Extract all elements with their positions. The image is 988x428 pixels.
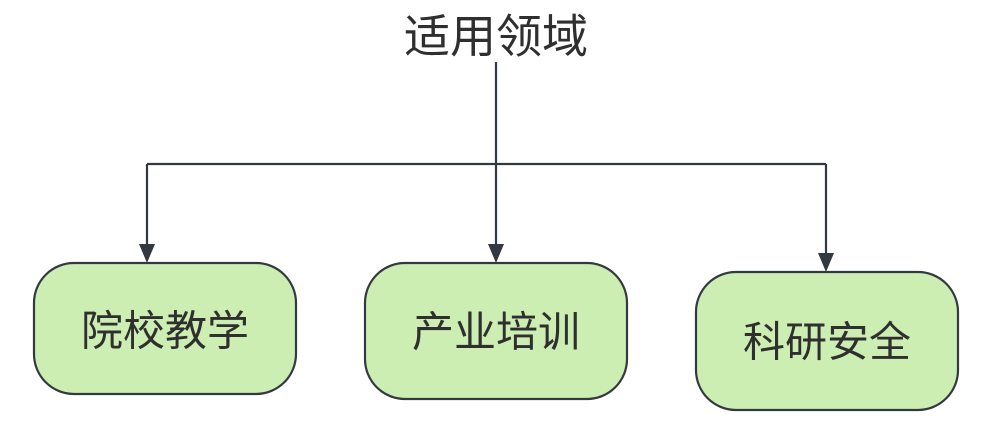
node-keyan-anquan[interactable]: 科研安全	[694, 270, 960, 412]
arrowhead-center	[488, 244, 504, 263]
node-label-2: 产业培训	[412, 308, 580, 357]
node-yuanxiao-jiaoxue[interactable]: 院校教学	[32, 261, 298, 396]
node-label-1: 院校教学	[81, 307, 249, 356]
root-node-title: 适用领域	[404, 10, 588, 64]
node-box-3[interactable]	[694, 270, 960, 412]
node-box-1[interactable]	[32, 261, 298, 396]
node-label-3: 科研安全	[743, 318, 911, 367]
arrowhead-left	[139, 244, 155, 263]
node-box-2[interactable]	[363, 261, 629, 401]
node-chanye-peixun[interactable]: 产业培训	[363, 261, 629, 401]
arrowhead-right	[818, 253, 834, 272]
